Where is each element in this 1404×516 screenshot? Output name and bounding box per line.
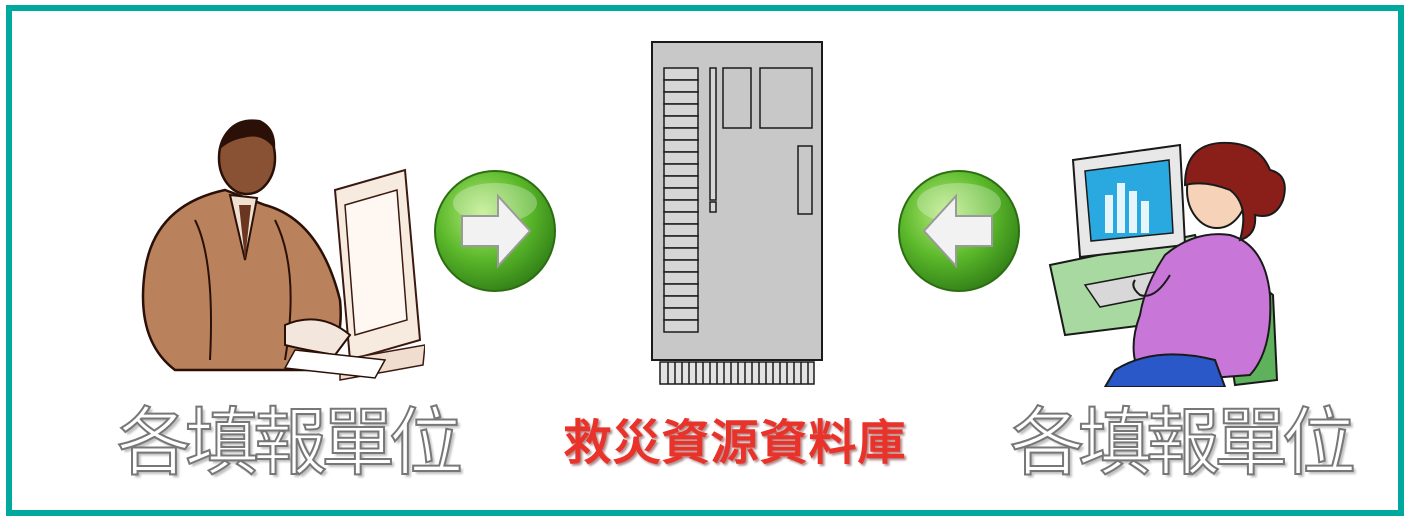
right-unit-label: 各填報單位 [1009,399,1357,487]
left-unit-label: 各填報單位 [116,399,464,487]
man-at-computer-icon [141,119,425,381]
database-server-icon [651,41,823,385]
database-label: 救災資源資料庫 [563,415,907,471]
woman-at-computer-icon [1048,141,1286,387]
right-arrow-icon[interactable] [432,168,558,294]
left-arrow-icon[interactable] [896,168,1022,294]
